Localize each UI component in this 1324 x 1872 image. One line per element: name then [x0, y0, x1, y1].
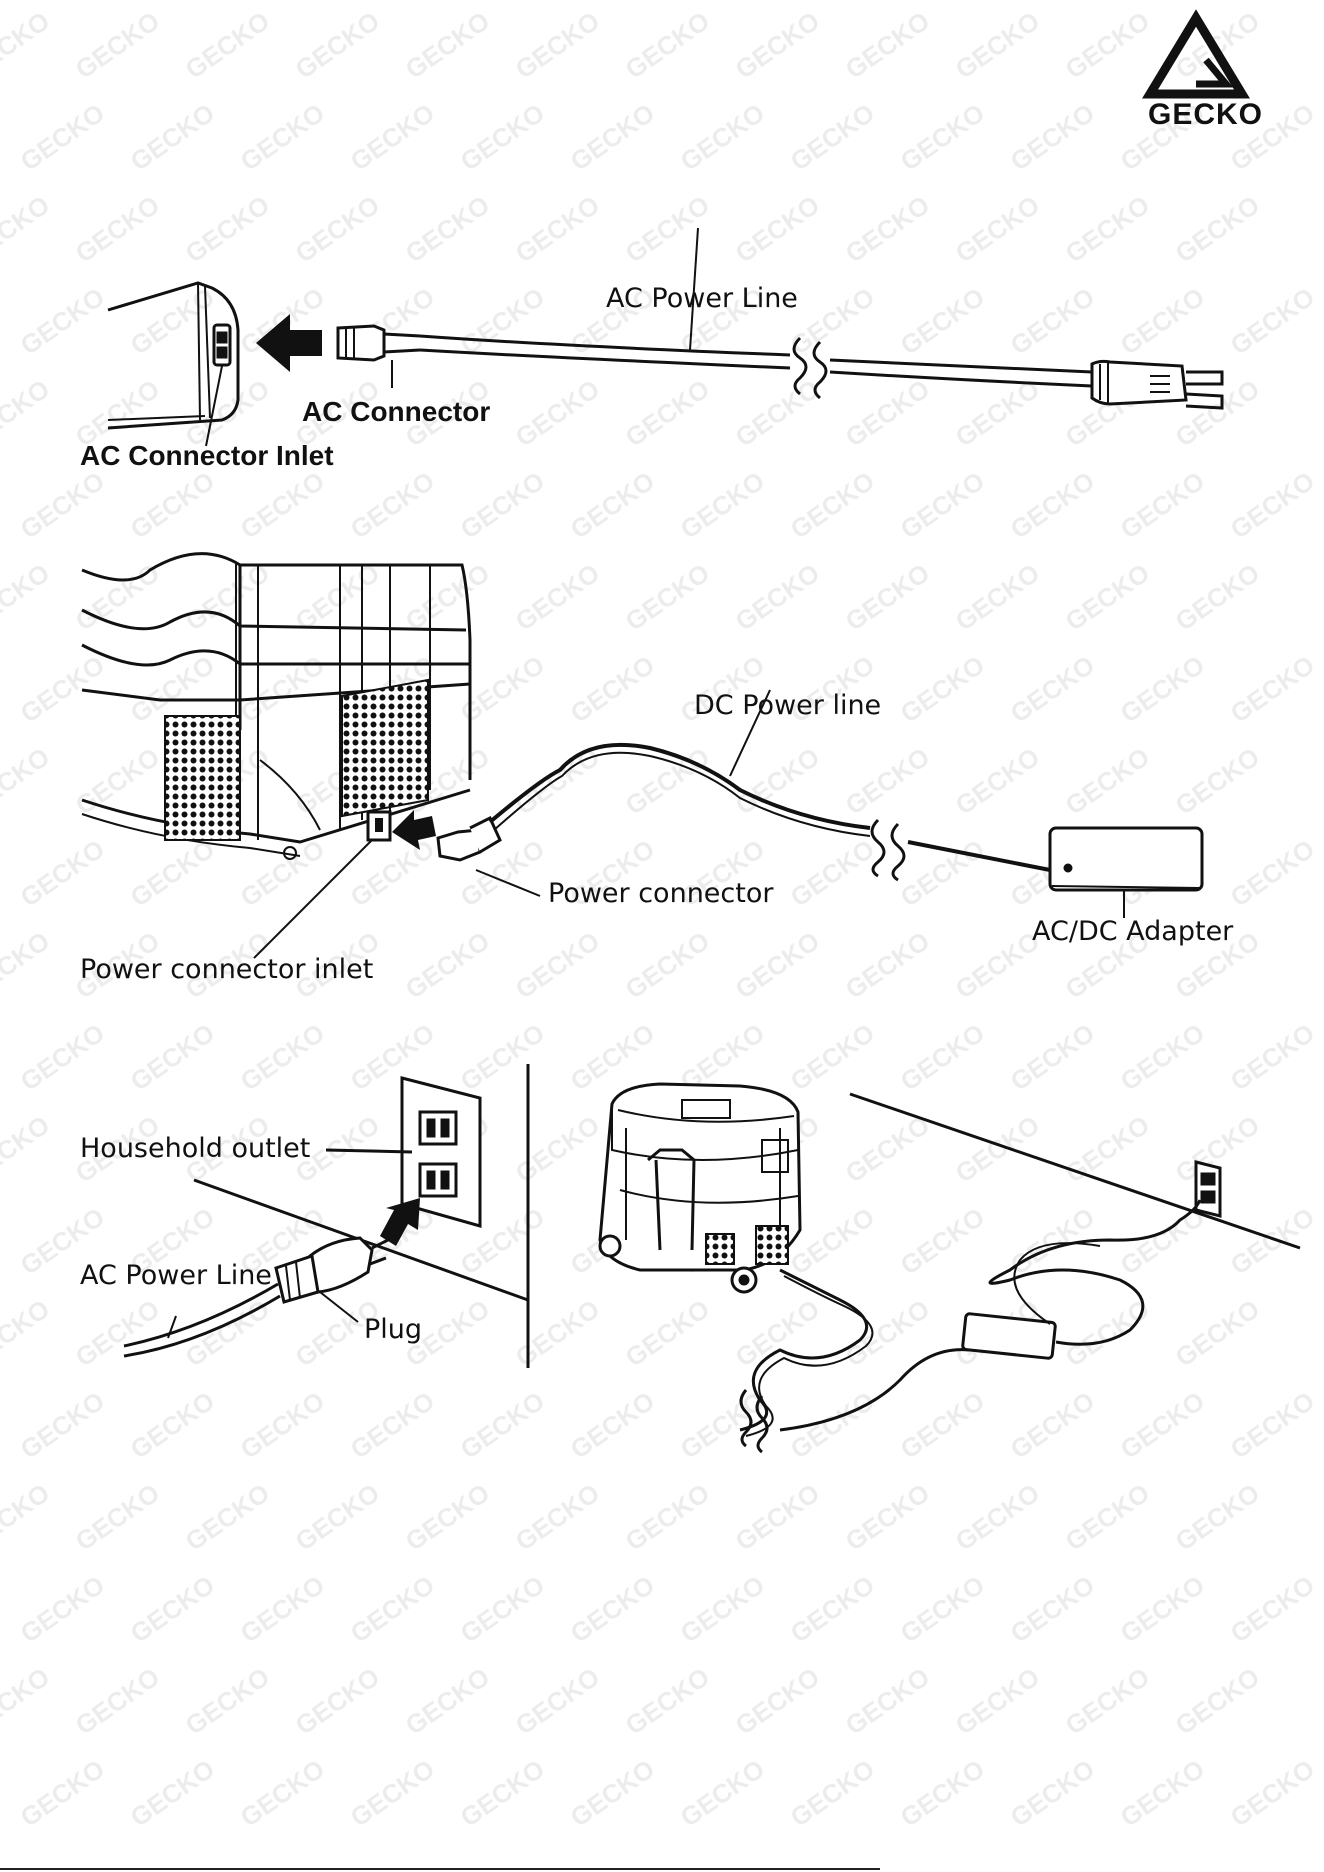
label-plug: Plug — [364, 1314, 423, 1345]
logo-text: GECKO — [1148, 98, 1264, 131]
cooler-vent-small-left — [705, 1233, 735, 1265]
ac-dc-adapter-box — [1048, 826, 1204, 892]
label-ac-connector-inlet: AC Connector Inlet — [80, 440, 334, 471]
ac-connector-plug — [336, 324, 386, 362]
insert-arrow-icon — [256, 314, 322, 372]
cooler-vent-left — [164, 715, 241, 841]
label-ac-power-line: AC Power Line — [606, 283, 798, 314]
ac-connector-inlet-socket — [212, 323, 232, 367]
cooler-unit — [598, 1082, 802, 1272]
label-ac-dc-adapter: AC/DC Adapter — [1032, 916, 1234, 947]
cooler-trolley-handle — [647, 1148, 696, 1251]
ac-plug-body — [1090, 359, 1188, 406]
cooler-body — [81, 552, 472, 641]
cooler-vent-right — [341, 678, 429, 818]
household-plug — [308, 1236, 374, 1294]
insert-arrow-icon-dc — [392, 810, 436, 850]
plug-in-arrow-icon — [380, 1198, 420, 1246]
cooler-side-panel — [107, 281, 240, 430]
cooler-vent-small-right — [755, 1225, 789, 1265]
label-household-outlet: Household outlet — [80, 1133, 311, 1164]
label-ac-connector: AC Connector — [302, 396, 491, 427]
ac-dc-adapter-small — [961, 1312, 1057, 1360]
label-ac-power-line-2: AC Power Line — [80, 1260, 272, 1291]
label-power-connector: Power connector — [548, 878, 774, 909]
cooler-wheel-back — [598, 1234, 622, 1258]
label-power-connector-inlet: Power connector inlet — [80, 954, 374, 985]
label-dc-power-line: DC Power line — [694, 690, 882, 721]
footer-rule — [0, 1868, 880, 1870]
wall-outlet-small — [1194, 1160, 1222, 1218]
